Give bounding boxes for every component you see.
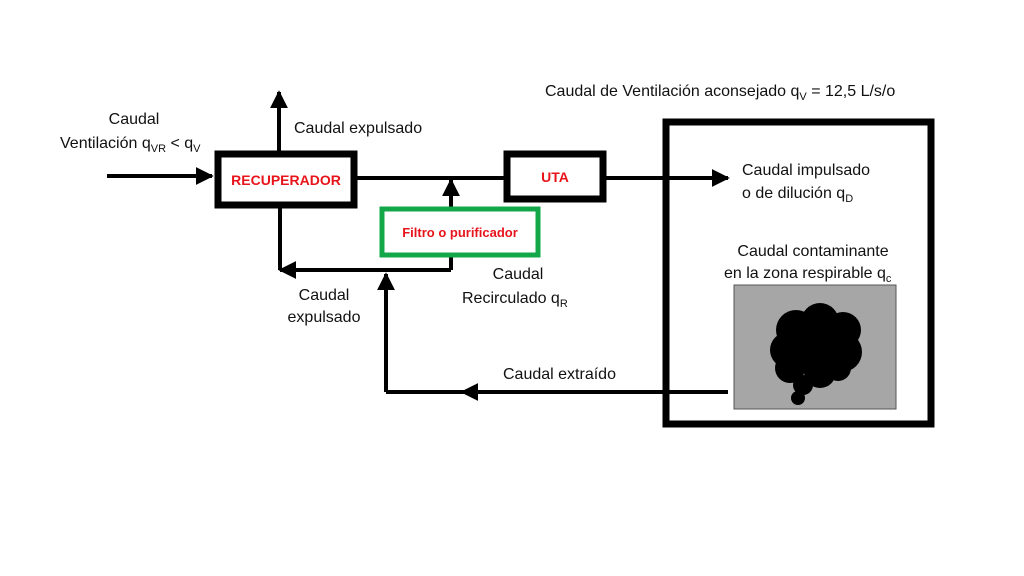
uta-label: UTA [541,169,569,185]
extracted-label: Caudal extraído [503,366,616,383]
recirculated-label-line1: Caudal [493,266,544,283]
recuperador-box [214,150,358,209]
recirculated-label-line2: Recirculado qR [462,290,568,310]
expelled-top-label: Caudal expulsado [294,120,422,137]
vent-inflow-label-line2: Ventilación qVR < qV [60,135,201,155]
contaminant-label-line1: Caudal contaminante [737,243,888,260]
filter-label: Filtro o purificador [402,225,518,240]
expelled-bottom-label-line1: Caudal [299,287,350,304]
uta-box [503,150,607,203]
supplied-label-line2: o de dilución qD [742,185,853,205]
filter-box [379,206,541,258]
expelled-bottom-label-line2: expulsado [288,309,361,326]
room-enclosure [662,118,935,428]
recommended-rate-label: Caudal de Ventilación aconsejado qV = 12… [545,83,895,103]
flow-lines [107,90,730,401]
contaminant-label-line2: en la zona respirable qc [724,265,892,285]
contaminant-plume-icon [770,303,862,405]
supplied-label-line1: Caudal impulsado [742,162,870,179]
vent-inflow-label-line1: Caudal [109,111,160,128]
recuperador-label: RECUPERADOR [231,172,341,188]
